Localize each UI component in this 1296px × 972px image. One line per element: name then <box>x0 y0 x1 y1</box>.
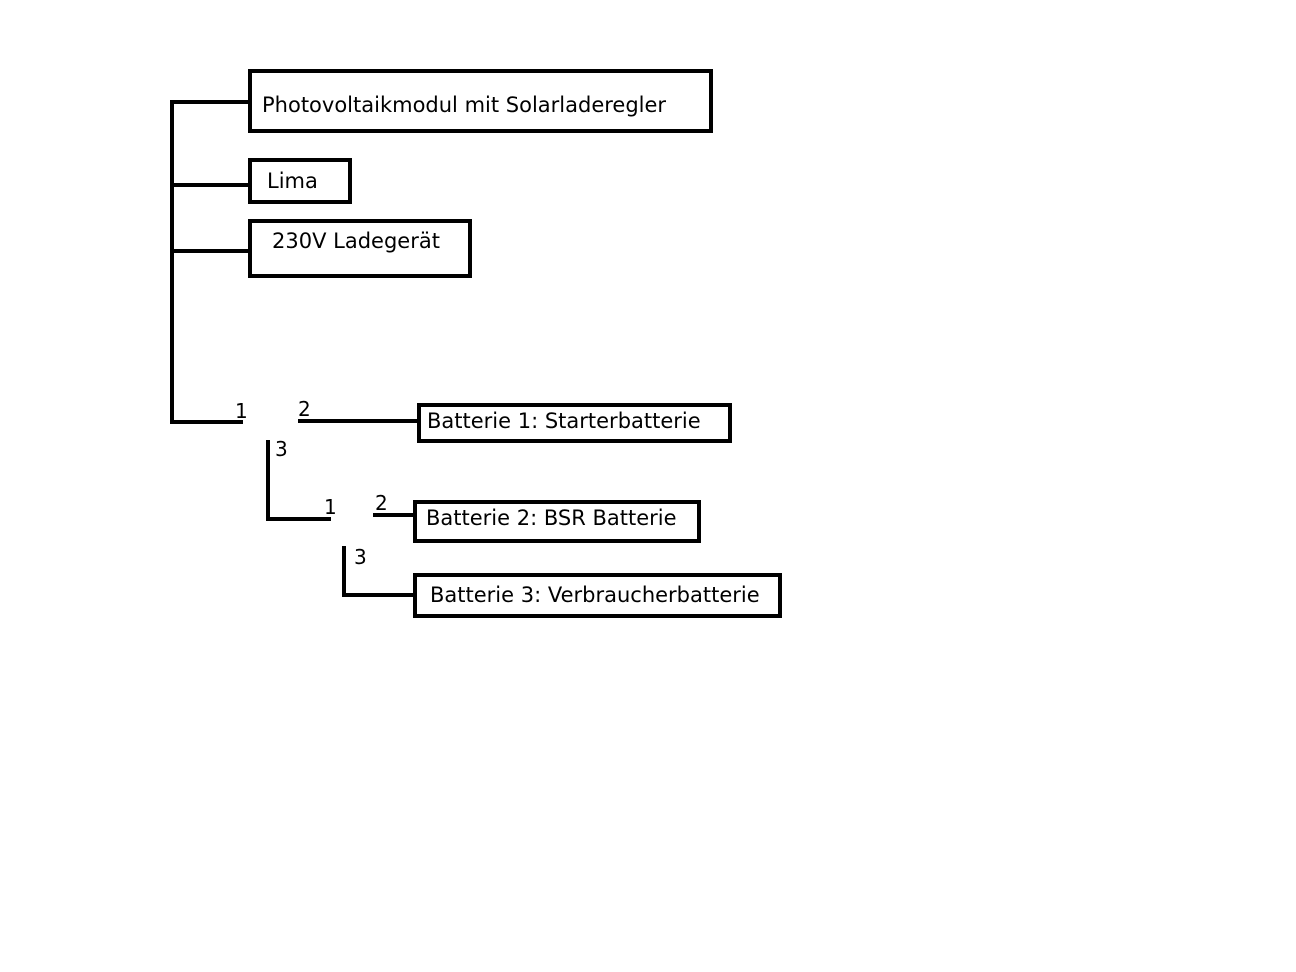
battery-3-box <box>413 573 782 618</box>
switch-2-terminal-2: 2 <box>375 491 388 515</box>
battery-2: Batterie 2: BSR Batterie <box>413 500 701 543</box>
source-pv: Photovoltaikmodul mit Solarladeregler <box>248 69 713 133</box>
switch-2-output-3-line <box>342 546 415 597</box>
switch-2-terminal-1: 1 <box>324 495 337 519</box>
source-lima: Lima <box>248 158 352 204</box>
battery-3-label: Batterie 3: Verbraucherbatterie <box>430 583 760 607</box>
battery-3: Batterie 3: Verbraucherbatterie <box>413 573 782 618</box>
source-lima-label: Lima <box>267 169 318 193</box>
switch-1-terminal-3: 3 <box>275 437 288 461</box>
battery-2-box <box>413 500 701 543</box>
source-pv-box <box>248 69 713 133</box>
battery-1: Batterie 1: Starterbatterie <box>417 403 732 443</box>
source-charger-label: 230V Ladegerät <box>272 229 440 253</box>
switch-1-terminal-1: 1 <box>235 399 248 423</box>
battery-1-label: Batterie 1: Starterbatterie <box>427 409 701 433</box>
source-charger-box <box>248 219 472 278</box>
switch-2-terminal-3: 3 <box>354 545 367 569</box>
switch-1-terminal-2: 2 <box>298 397 311 421</box>
battery-2-label: Batterie 2: BSR Batterie <box>426 506 677 530</box>
battery-1-box <box>417 403 732 443</box>
source-charger: 230V Ladegerät <box>248 219 472 278</box>
source-lima-box <box>248 158 352 204</box>
source-pv-label: Photovoltaikmodul mit Solarladeregler <box>262 93 666 117</box>
switch-1-output-3-line <box>266 440 331 521</box>
